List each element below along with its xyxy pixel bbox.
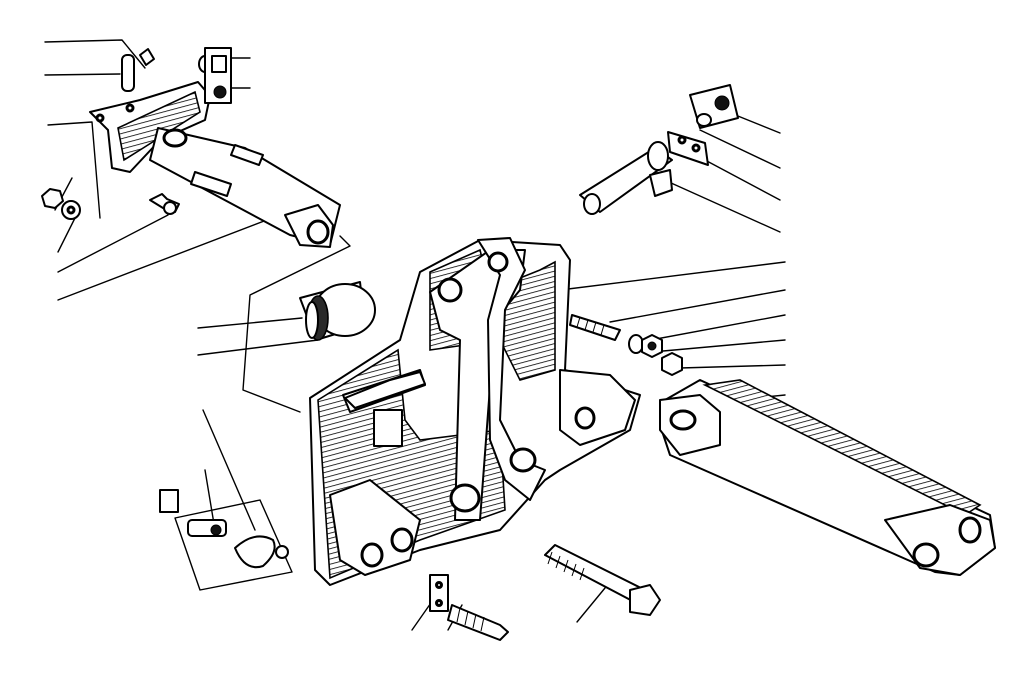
spring-latch xyxy=(159,489,293,591)
round-knob xyxy=(299,281,376,341)
leader-lines-right xyxy=(559,107,786,401)
frame-plate xyxy=(309,237,641,586)
draw-bar xyxy=(659,379,996,576)
shaft-pin xyxy=(579,84,739,215)
fastener-set xyxy=(569,314,683,376)
bolt xyxy=(544,544,661,616)
stud xyxy=(429,574,509,641)
roller-bracket xyxy=(41,47,341,248)
outline-path xyxy=(242,235,351,413)
